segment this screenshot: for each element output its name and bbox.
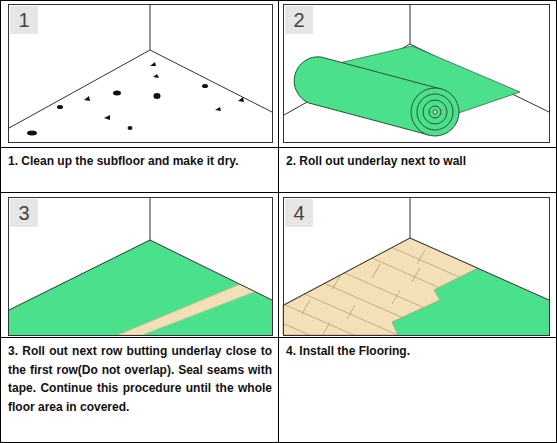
step-caption: 2. Roll out underlay next to wall — [282, 150, 554, 190]
panel-subfloor — [9, 5, 273, 143]
step-caption-text: 4. Install the Flooring. — [286, 342, 550, 361]
step-caption: 1. Clean up the subfloor and make it dry… — [4, 150, 276, 190]
step-caption-text: 1. Clean up the subfloor and make it dry… — [8, 152, 272, 171]
step-caption: 3. Roll out next row butting underlay cl… — [4, 340, 276, 441]
step-number-text: 1 — [18, 9, 29, 32]
step-number-text: 3 — [18, 202, 29, 225]
step-number: 1 — [10, 6, 38, 34]
step-caption-text: 3. Roll out next row butting underlay cl… — [8, 342, 272, 416]
plank-lines — [230, 207, 550, 410]
step-number: 2 — [285, 6, 313, 34]
step-number-text: 4 — [293, 202, 304, 225]
panel-roll-underlay — [284, 5, 550, 143]
step-number: 4 — [285, 199, 313, 227]
step-caption-text: 2. Roll out underlay next to wall — [286, 152, 550, 171]
dirt-specks — [27, 62, 244, 136]
panel-second-row — [9, 198, 273, 336]
step-caption: 4. Install the Flooring. — [282, 340, 554, 441]
step-number-text: 2 — [293, 9, 304, 32]
step-number: 3 — [10, 199, 38, 227]
panel-flooring — [230, 198, 550, 411]
